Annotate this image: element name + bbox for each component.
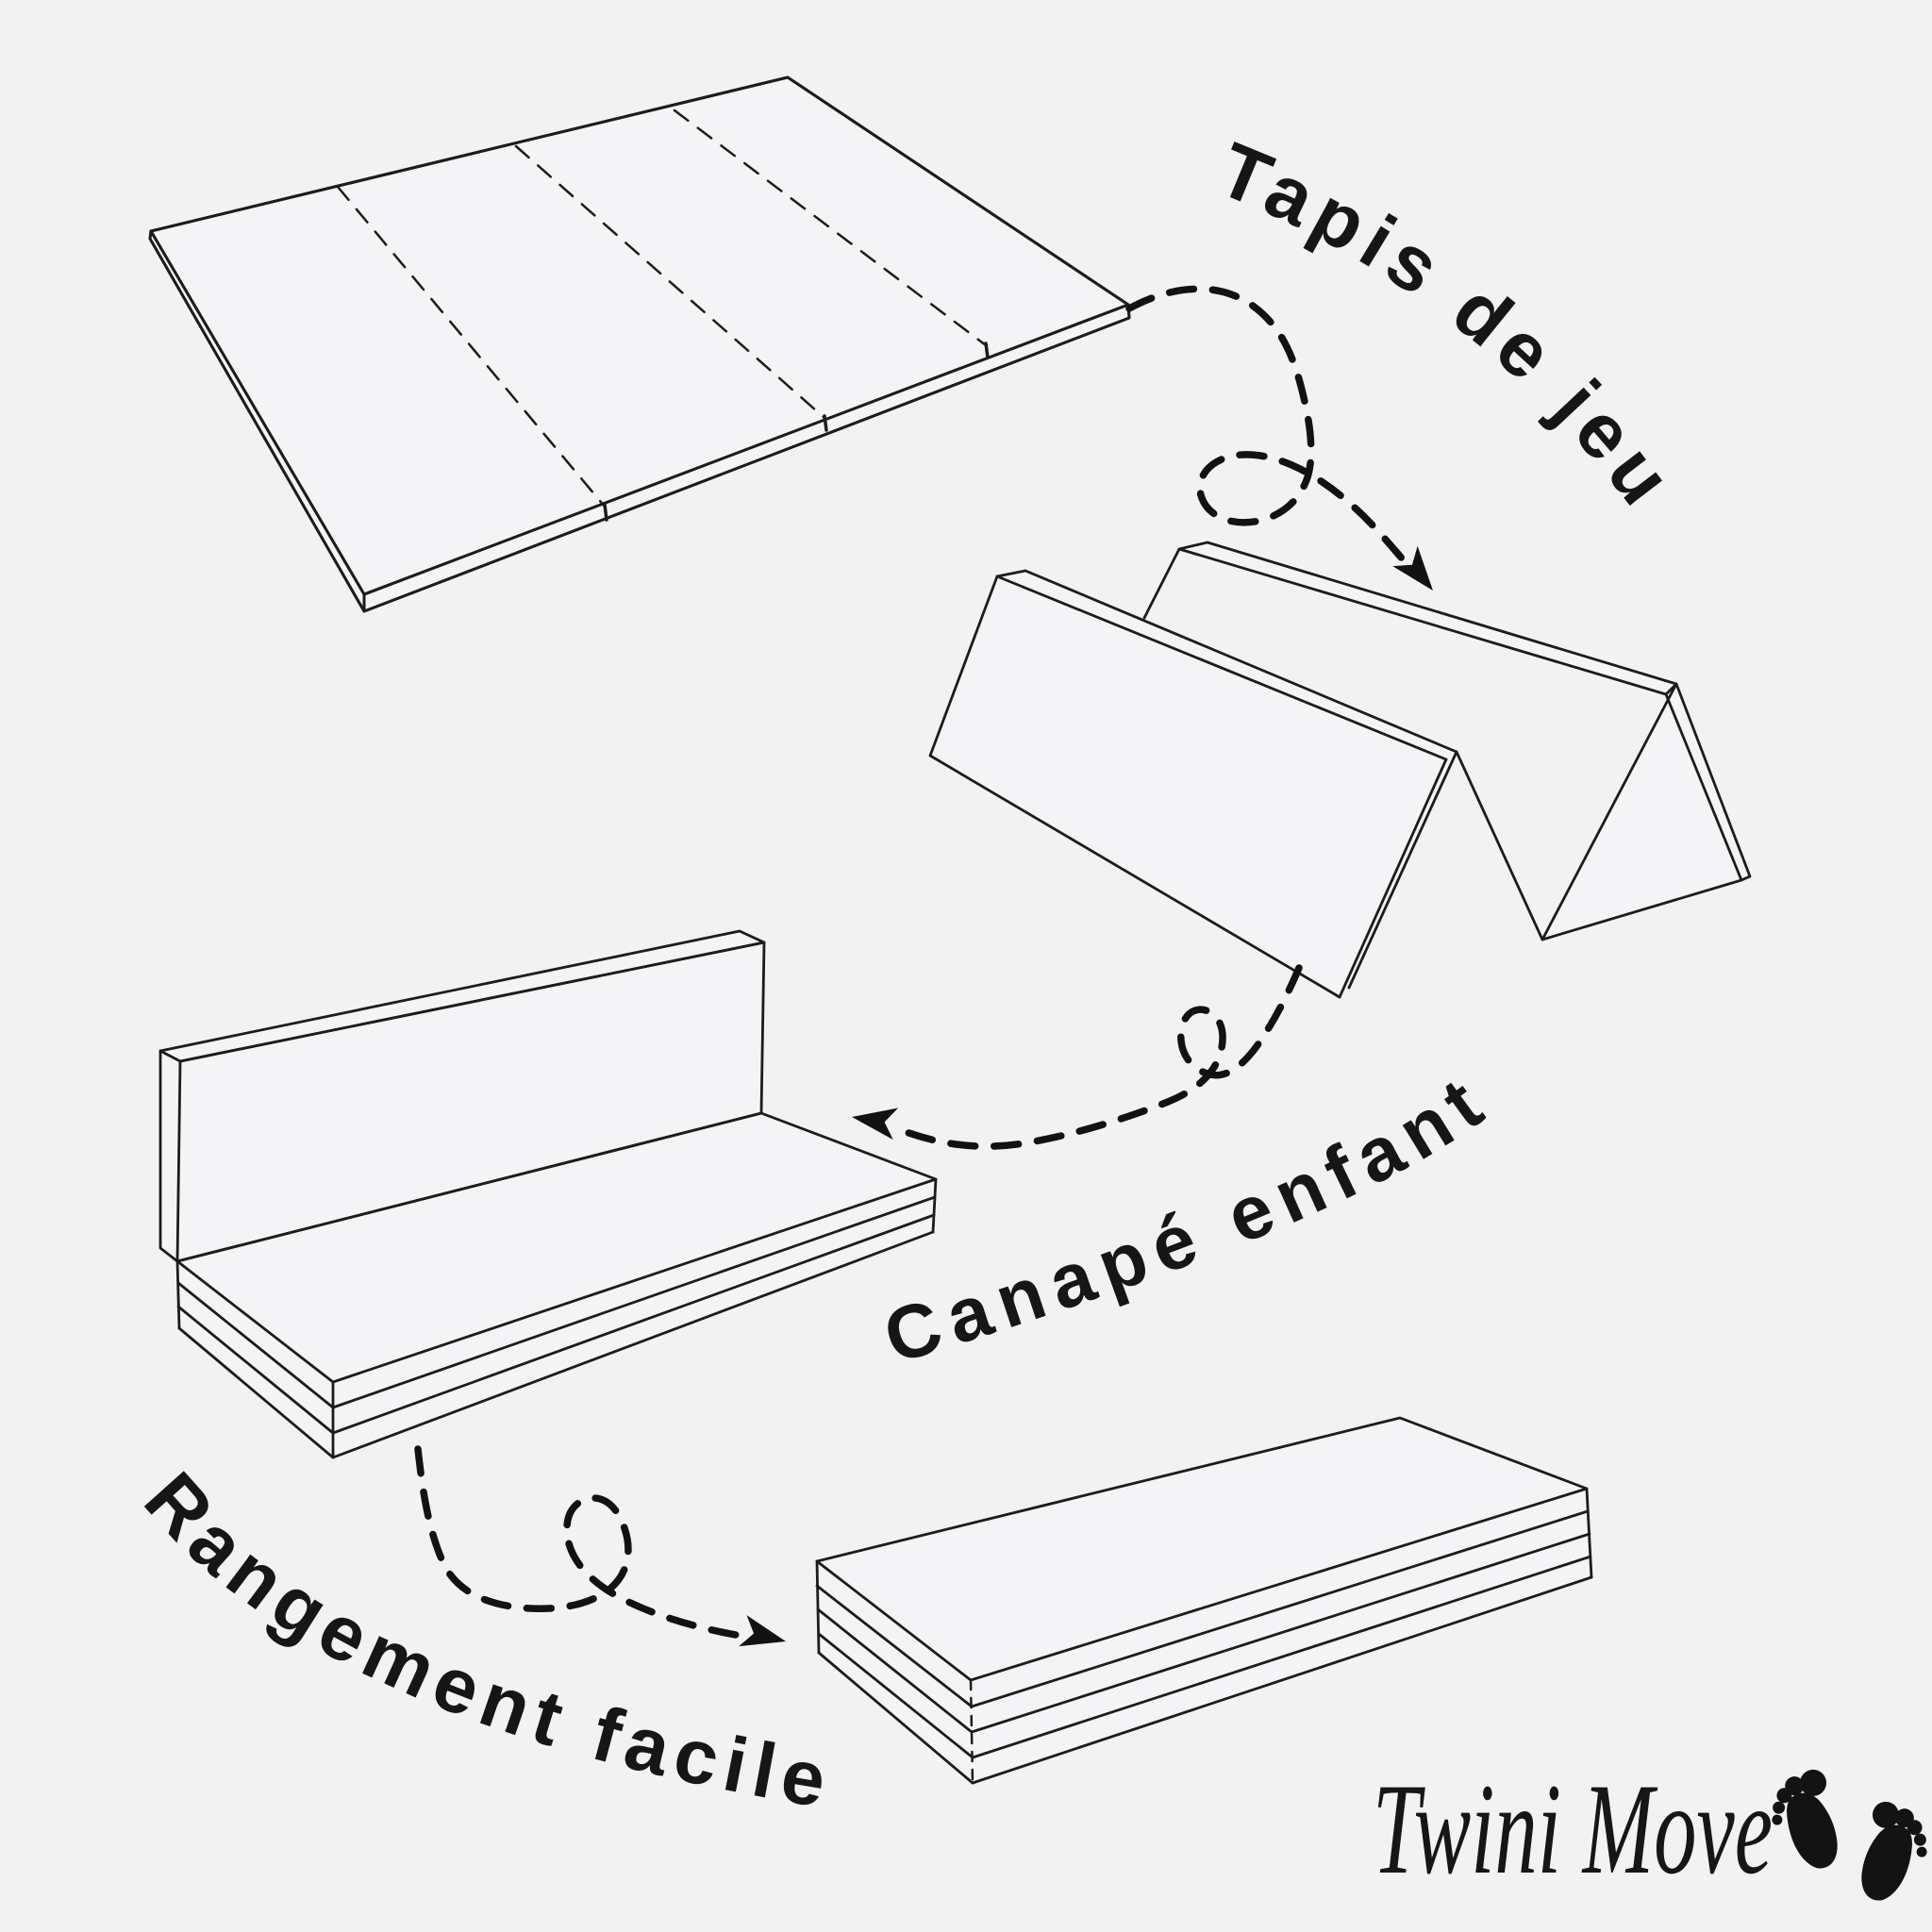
svg-text:Twini Move: Twini Move [1373,1757,1773,1901]
